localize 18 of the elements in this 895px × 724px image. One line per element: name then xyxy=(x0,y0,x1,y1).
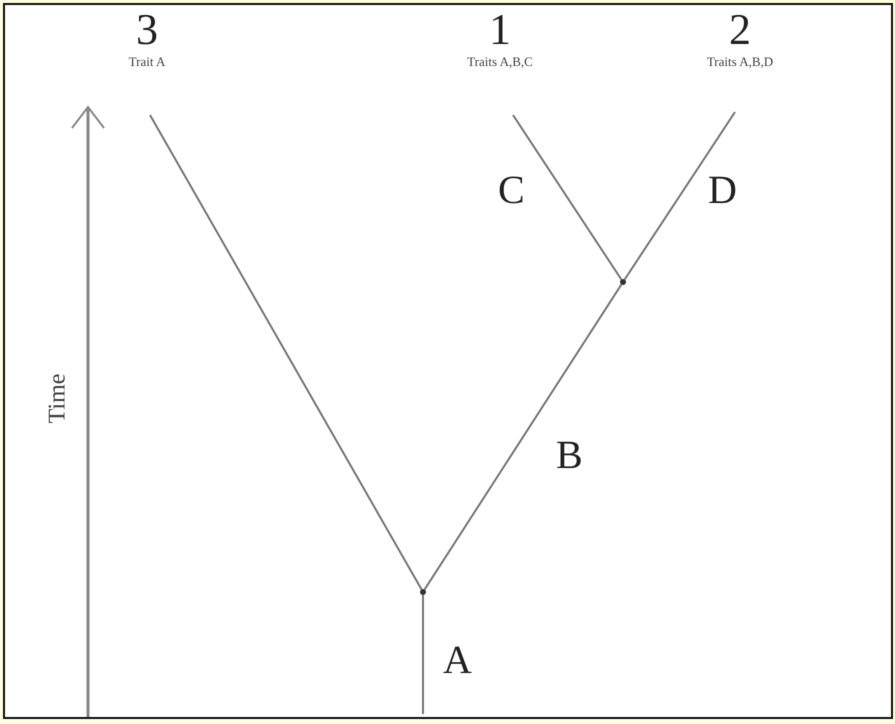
taxon-number: 2 xyxy=(728,8,752,52)
taxon-number: 3 xyxy=(135,8,159,52)
taxon-number: 1 xyxy=(488,8,512,52)
edge-label: C xyxy=(498,170,525,210)
edge-label: D xyxy=(708,170,737,210)
branch-line xyxy=(422,595,424,714)
edge-label: A xyxy=(443,640,472,680)
branch-line xyxy=(624,111,736,280)
axis-label: Time xyxy=(44,374,72,424)
branch-line xyxy=(149,114,422,590)
branch-point xyxy=(420,589,426,595)
trait-list: Traits A,B,C xyxy=(420,54,580,70)
branch-line xyxy=(512,114,622,280)
edge-label: B xyxy=(556,435,583,475)
branch-line xyxy=(424,284,622,590)
trait-list: Traits A,B,D xyxy=(665,54,815,70)
branch-point xyxy=(620,279,626,285)
trait-list: Trait A xyxy=(87,54,207,70)
